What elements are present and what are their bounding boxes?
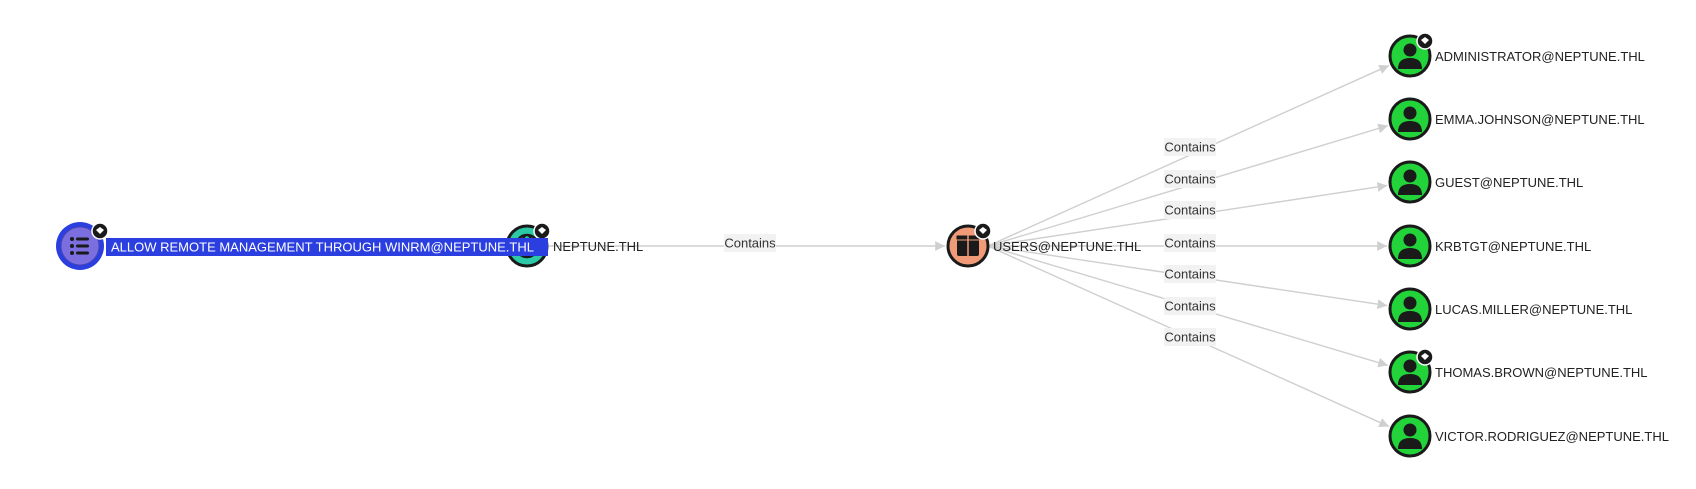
edge-label-text: Contains (1164, 140, 1216, 155)
node-user[interactable]: VICTOR.RODRIGUEZ@NEPTUNE.THL (1388, 414, 1669, 458)
selected-label-highlight (106, 238, 548, 256)
edge-label-text: Contains (1164, 267, 1216, 282)
node-user-label: GUEST@NEPTUNE.THL (1435, 175, 1583, 190)
edge-label-text: Contains (1164, 203, 1216, 218)
user-badge-icon (1416, 348, 1434, 366)
edge-label-domain-ou: Contains (724, 234, 776, 252)
edge-labels-layer: ContainsContainsContainsContainsContains… (724, 138, 1216, 346)
edge-label-ou-user: Contains (1164, 265, 1216, 283)
user-icon (1398, 296, 1422, 322)
node-ou[interactable]: USERS@NEPTUNE.THL (946, 222, 1141, 268)
gpo-badge-icon (91, 222, 109, 240)
nodes-layer: ALLOW REMOTE MANAGEMENT THROUGH WINRM@NE… (56, 32, 1669, 458)
node-gpo-label: ALLOW REMOTE MANAGEMENT THROUGH WINRM@NE… (111, 240, 534, 255)
user-icon (1398, 169, 1422, 195)
node-user[interactable]: GUEST@NEPTUNE.THL (1388, 160, 1583, 204)
domain-badge-icon (533, 222, 551, 240)
box-icon (955, 234, 981, 256)
edge-label-ou-user: Contains (1164, 138, 1216, 156)
node-user-label: EMMA.JOHNSON@NEPTUNE.THL (1435, 112, 1645, 127)
node-user[interactable]: ADMINISTRATOR@NEPTUNE.THL (1388, 32, 1645, 78)
edge-label-ou-user: Contains (1164, 201, 1216, 219)
edge-label-text: Contains (1164, 330, 1216, 345)
node-user-label: KRBTGT@NEPTUNE.THL (1435, 239, 1591, 254)
node-user[interactable]: EMMA.JOHNSON@NEPTUNE.THL (1388, 97, 1645, 141)
edge-label-text: Contains (1164, 236, 1216, 251)
edge-label-ou-user: Contains (1164, 234, 1216, 252)
node-user[interactable]: KRBTGT@NEPTUNE.THL (1388, 224, 1591, 268)
edge-label-ou-user: Contains (1164, 328, 1216, 346)
edge-label-text: Contains (1164, 172, 1216, 187)
user-icon (1398, 359, 1422, 385)
node-user[interactable]: LUCAS.MILLER@NEPTUNE.THL (1388, 287, 1632, 331)
node-ou-label: USERS@NEPTUNE.THL (993, 239, 1141, 254)
node-user-label: THOMAS.BROWN@NEPTUNE.THL (1435, 365, 1648, 380)
user-icon (1398, 423, 1422, 449)
user-icon (1398, 233, 1422, 259)
edge-label-text: Contains (724, 236, 776, 251)
list-icon (70, 237, 89, 255)
user-icon (1398, 106, 1422, 132)
node-user[interactable]: THOMAS.BROWN@NEPTUNE.THL (1388, 348, 1648, 394)
node-user-label: LUCAS.MILLER@NEPTUNE.THL (1435, 302, 1632, 317)
user-icon (1398, 43, 1422, 69)
edge-label-text: Contains (1164, 299, 1216, 314)
node-gpo[interactable] (56, 222, 109, 270)
node-user-label: ADMINISTRATOR@NEPTUNE.THL (1435, 49, 1645, 64)
node-user-label: VICTOR.RODRIGUEZ@NEPTUNE.THL (1435, 429, 1669, 444)
edge-label-ou-user: Contains (1164, 297, 1216, 315)
ou-badge-icon (974, 222, 992, 240)
user-badge-icon (1416, 32, 1434, 50)
node-domain-label: NEPTUNE.THL (553, 239, 643, 254)
edge-label-ou-user: Contains (1164, 170, 1216, 188)
